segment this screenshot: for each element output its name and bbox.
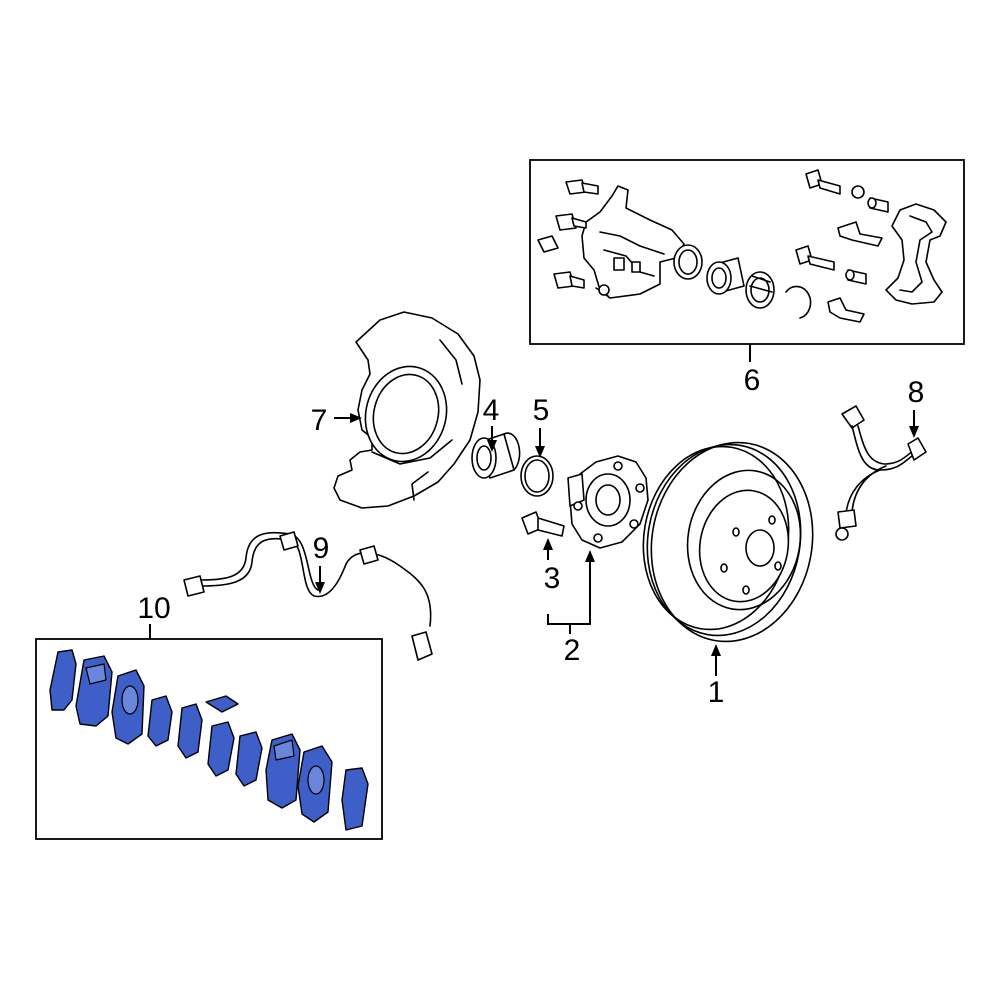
brake-rotor[interactable] [629,430,828,655]
callout-1: 1 [708,676,725,709]
snap-ring[interactable] [520,455,554,497]
callout-leaders [149,344,919,676]
brake-pads-set[interactable] [49,649,369,831]
guide-pin-bolt-lower[interactable] [795,245,835,271]
pad-clip-upper[interactable] [837,221,883,247]
guide-pin-upper[interactable] [867,197,889,213]
wheel-hub[interactable] [567,455,649,549]
piston-boot[interactable] [745,271,775,309]
callout-5: 5 [533,394,550,427]
guide-pin-bolt-upper[interactable] [805,169,841,195]
guide-pin-nut[interactable] [851,185,865,199]
caliper-bolt-upper[interactable] [565,179,599,195]
caliper-bolt-lower[interactable] [553,271,585,289]
brake-dust-shield[interactable] [333,311,481,509]
caliper-bolt-middle[interactable] [555,213,587,231]
callout-6: 6 [744,364,761,397]
callout-7: 7 [311,404,328,437]
abs-wheel-speed-sensor[interactable] [183,531,433,661]
callout-2: 2 [564,634,581,667]
wheel-bearing[interactable] [471,432,521,479]
caliper-bracket[interactable] [885,203,947,305]
callout-10: 10 [137,592,170,625]
callout-4: 4 [483,394,500,427]
caliper-body[interactable] [581,185,685,299]
guide-pin-lower[interactable] [845,269,867,285]
caliper-piston[interactable] [706,257,745,295]
callout-9: 9 [313,532,330,565]
callout-3: 3 [544,562,561,595]
caliper-kit-box [529,159,965,345]
wheel-stud[interactable] [521,511,565,537]
piston-seal[interactable] [673,244,703,280]
brake-hose[interactable] [835,405,927,541]
retaining-ring[interactable] [785,285,812,319]
bleeder-cap[interactable] [537,235,559,253]
brake-pad-kit-box [35,638,383,840]
pad-clip-lower[interactable] [827,297,865,323]
callout-8: 8 [908,376,925,409]
